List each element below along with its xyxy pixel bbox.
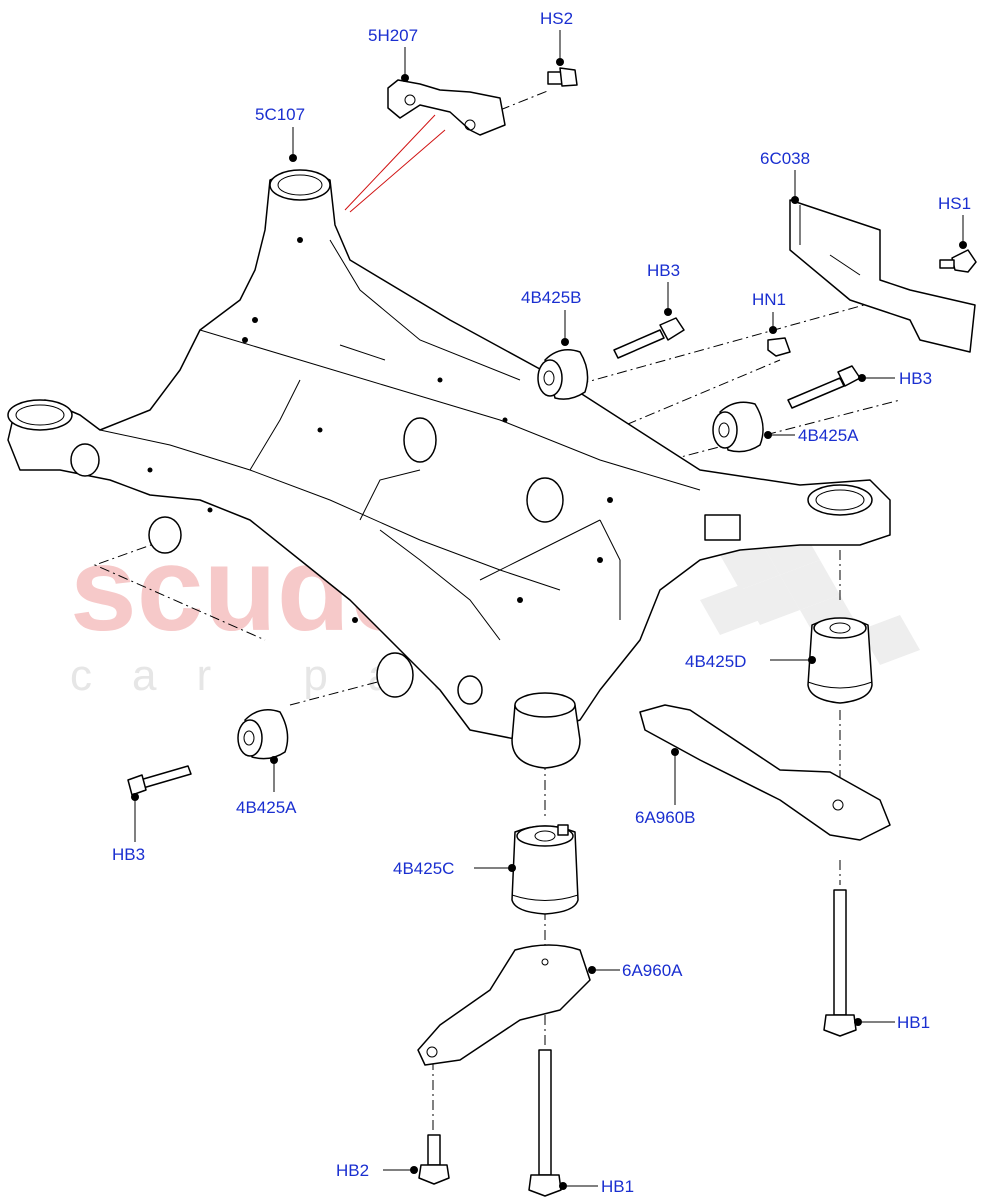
- bolt-HB3-left: [127, 765, 192, 796]
- rear-subframe: [7, 169, 891, 769]
- label-HB2: HB2: [336, 1161, 369, 1180]
- label-HB3-top: HB3: [647, 261, 680, 280]
- bolt-HB2: [418, 1134, 450, 1185]
- bush-4B425C: [511, 824, 579, 915]
- bolt-HS1: [939, 249, 977, 273]
- bolt-HB1-bottom: [528, 1049, 562, 1197]
- label-HS1: HS1: [938, 194, 971, 213]
- label-6A960A: 6A960A: [622, 961, 683, 980]
- arm-6A960A: [417, 944, 591, 1066]
- bush-4B425B: [537, 349, 589, 400]
- label-5C107: 5C107: [255, 105, 305, 124]
- red-leaders: [344, 114, 446, 213]
- leader-lines: [131, 30, 967, 1190]
- nut-HN1: [767, 337, 791, 357]
- label-6C038: 6C038: [760, 149, 810, 168]
- label-HB3-left: HB3: [112, 845, 145, 864]
- bracket-5H207: [387, 79, 506, 136]
- label-HB1-right: HB1: [897, 1013, 930, 1032]
- label-4B425B: 4B425B: [521, 288, 582, 307]
- label-4B425A-left: 4B425A: [236, 798, 297, 817]
- label-HB1-bottom: HB1: [601, 1177, 634, 1196]
- bush-4B425A-right: [712, 401, 764, 453]
- label-HS2: HS2: [540, 9, 573, 28]
- bolt-HB3-top: [613, 317, 685, 359]
- shield-6C038: [789, 199, 976, 353]
- label-HB3-right: HB3: [899, 369, 932, 388]
- bush-4B425D: [807, 617, 873, 704]
- arm-6A960B: [639, 704, 891, 841]
- bolt-HB3-right: [787, 365, 861, 409]
- label-4B425A-right: 4B425A: [798, 426, 859, 445]
- watermark-checker: [700, 505, 920, 665]
- bolt-HS2: [547, 67, 578, 87]
- label-HN1: HN1: [752, 290, 786, 309]
- bolt-HB1-right: [823, 889, 857, 1037]
- label-4B425D: 4B425D: [685, 652, 746, 671]
- label-4B425C: 4B425C: [393, 859, 454, 878]
- label-5H207: 5H207: [368, 26, 418, 45]
- label-6A960B: 6A960B: [635, 808, 696, 827]
- part-labels: 5H207 HS2 5C107 6C038 HS1 HB3 4B425B HN1…: [112, 9, 971, 1196]
- bush-4B425A-left: [237, 709, 289, 760]
